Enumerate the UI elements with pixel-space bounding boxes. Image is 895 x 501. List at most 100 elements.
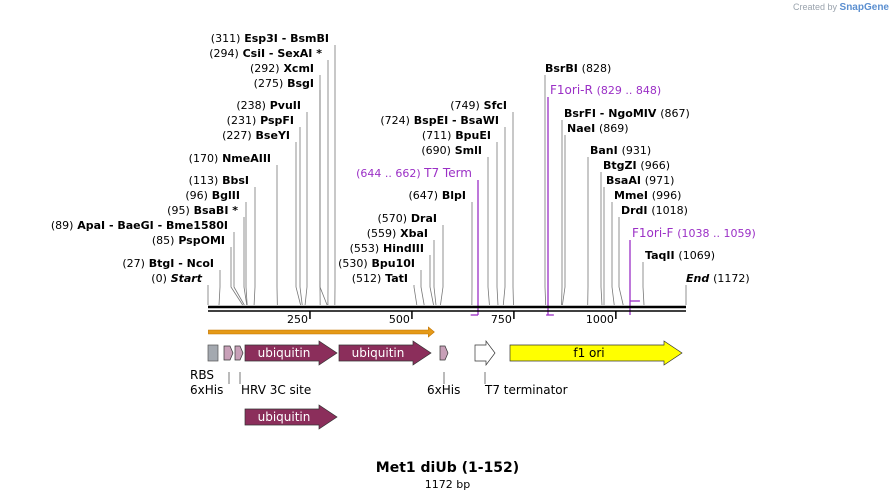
feature-hrv-3c xyxy=(234,345,244,361)
primer-range: (829 .. 848) xyxy=(597,84,662,97)
feature-label-f1-ori: f1 ori xyxy=(573,346,604,360)
site-position: (238) xyxy=(236,99,266,112)
site-position: (89) xyxy=(51,219,74,232)
site-label-bspei: (724) BspEI - BsaWI xyxy=(380,114,499,127)
site-name: BtgZI xyxy=(603,159,640,172)
site-label-pspomi: (85) PspOMI xyxy=(152,234,225,247)
site-position: (711) xyxy=(422,129,452,142)
leader-line-xbai xyxy=(433,240,437,306)
site-name: SfcI xyxy=(480,99,507,112)
site-label-drdi: DrdI (1018) xyxy=(621,204,688,217)
site-position: (311) xyxy=(211,32,241,45)
site-position: (966) xyxy=(640,159,670,172)
leader-line-bsrbi xyxy=(544,75,547,306)
site-label-naei: NaeI (869) xyxy=(567,122,629,135)
site-label-btgzi: BtgZI (966) xyxy=(603,159,670,172)
credit-text: Created by xyxy=(792,2,838,12)
site-label-smli: (690) SmlI xyxy=(421,144,482,157)
site-name: XbaI xyxy=(396,227,428,240)
site-position: (27) xyxy=(122,257,145,270)
site-position: (931) xyxy=(622,144,652,157)
site-label-bsaai: BsaAI (971) xyxy=(606,174,674,187)
ruler-label-250: 250 xyxy=(287,313,308,326)
site-label-csii-sexai: (294) CsiI - SexAI * xyxy=(209,47,322,60)
site-name: ApaI - BaeGI - Bme1580I xyxy=(73,219,228,232)
feature-f1-ori xyxy=(509,340,683,366)
site-name: BtgI - NcoI xyxy=(145,257,214,270)
site-label-taqii: TaqII (1069) xyxy=(645,249,715,262)
site-name: NmeAIII xyxy=(218,152,271,165)
site-position: (227) xyxy=(222,129,252,142)
site-name: HindIII xyxy=(379,242,424,255)
feature-caption-T7 terminator: T7 terminator xyxy=(484,383,568,397)
site-position: (559) xyxy=(367,227,397,240)
feature-caption-6xHis-1: 6xHis xyxy=(427,383,460,397)
leader-line-bpuei xyxy=(496,142,499,306)
primer-label-f1ori-f: F1ori-F (1038 .. 1059) xyxy=(632,226,756,240)
site-name: TatI xyxy=(381,272,408,285)
primer-name: F1ori-R xyxy=(550,83,597,97)
site-label-bani: BanI (931) xyxy=(590,144,651,157)
site-position: (96) xyxy=(185,189,208,202)
site-position: (1172) xyxy=(713,272,750,285)
leader-line-pspfi xyxy=(299,127,303,306)
site-position: (512) xyxy=(352,272,382,285)
site-name: DraI xyxy=(407,212,437,225)
site-position: (530) xyxy=(338,257,368,270)
site-name: BsrFI - NgoMIV xyxy=(564,107,660,120)
leader-line-apai xyxy=(233,232,245,306)
site-label-hindiii: (553) HindIII xyxy=(350,242,424,255)
site-position: (85) xyxy=(152,234,175,247)
site-name: BsaBI * xyxy=(190,204,238,217)
site-name: PvuII xyxy=(266,99,301,112)
site-position: (1069) xyxy=(678,249,715,262)
feature-ubiquitin-2 xyxy=(338,340,432,366)
site-position: (749) xyxy=(450,99,480,112)
site-label-end: End (1172) xyxy=(686,272,750,285)
site-label-mmei: MmeI (996) xyxy=(614,189,681,202)
primer-label-t7-term: (644 .. 662) T7 Term xyxy=(356,166,472,180)
site-name: Esp3I - BsmBI xyxy=(240,32,329,45)
site-position: (170) xyxy=(189,152,219,165)
site-name: Bpu10I xyxy=(368,257,415,270)
site-position: (0) xyxy=(151,272,167,285)
leader-line-xcmi xyxy=(319,75,328,306)
site-name: BlpI xyxy=(438,189,466,202)
leader-line-smli xyxy=(487,157,490,306)
leader-line-mmei xyxy=(611,202,615,306)
leader-line-drai xyxy=(440,225,444,306)
site-label-btgi-ncoi: (27) BtgI - NcoI xyxy=(122,257,214,270)
snapgene-logo: SnapGene xyxy=(839,2,889,13)
feature-ubiquitin-3 xyxy=(244,404,338,430)
site-position: (275) xyxy=(254,77,284,90)
feature-label-ubiquitin-2: ubiquitin xyxy=(352,346,405,360)
site-name: BanI xyxy=(590,144,622,157)
leader-line-pvuii xyxy=(304,112,308,306)
leader-line-bbsi xyxy=(253,187,256,306)
site-label-bglii: (96) BglII xyxy=(185,189,240,202)
leader-line-btgzi xyxy=(600,172,603,306)
site-label-bsrbi: BsrBI (828) xyxy=(545,62,611,75)
site-position: (1018) xyxy=(651,204,688,217)
feature-label-ubiquitin-1: ubiquitin xyxy=(258,346,311,360)
site-position: (996) xyxy=(652,189,682,202)
feature-6xhis-2 xyxy=(439,345,449,361)
orf-arrow xyxy=(208,326,435,338)
leader-line-bpu10i xyxy=(420,270,425,306)
site-position: (690) xyxy=(421,144,451,157)
feature-6xhis-1 xyxy=(223,345,234,361)
site-name: PspOMI xyxy=(174,234,225,247)
site-label-blpi: (647) BlpI xyxy=(408,189,466,202)
site-label-espI3-bsmbi: (311) Esp3I - BsmBI xyxy=(211,32,329,45)
site-name: End xyxy=(686,272,713,285)
site-label-start: (0) Start xyxy=(151,272,202,285)
site-label-bsgi: (275) BsgI xyxy=(254,77,314,90)
primer-name: F1ori-F xyxy=(632,226,677,240)
leader-line-bspei xyxy=(502,127,506,306)
site-position: (294) xyxy=(209,47,239,60)
primer-range: (1038 .. 1059) xyxy=(677,227,756,240)
construct-length: 1172 bp xyxy=(424,478,471,491)
site-name: Start xyxy=(167,272,203,285)
leader-line-pspomi xyxy=(230,247,244,306)
